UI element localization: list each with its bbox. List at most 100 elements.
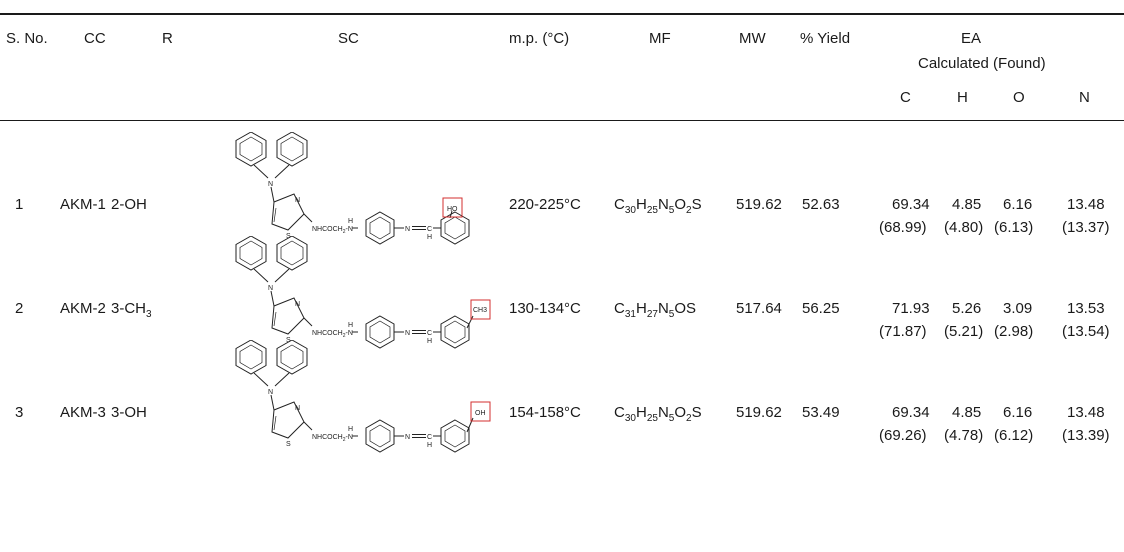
structure-imine-h: H	[427, 442, 432, 449]
structure-svg: N N S NHCOCH2-N H N C H OH	[235, 340, 491, 453]
structure-imine-n: N	[405, 330, 410, 337]
row-cc: AKM-2	[60, 300, 106, 317]
mf-count: 5	[668, 309, 675, 320]
structure-nh-h: H	[348, 322, 353, 329]
row-r: 3-CH3	[111, 300, 152, 320]
row-calc-o: 3.09	[1003, 300, 1033, 317]
row-found-h: (4.80)	[944, 219, 984, 236]
structure-thiazole-s: S	[286, 441, 291, 448]
substituent-highlight-box	[470, 401, 491, 422]
row-mp: 154-158°C	[509, 404, 581, 421]
row-r-main: 2-OH	[111, 196, 147, 213]
row-mw: 519.62	[736, 404, 782, 421]
row-found-c: (68.99)	[879, 219, 927, 236]
mf-element: C	[614, 300, 625, 317]
row-calc-c: 69.34	[892, 196, 930, 213]
row-calc-h: 4.85	[952, 196, 982, 213]
structure-n-label: N	[268, 285, 273, 292]
row-sno: 3	[15, 404, 24, 421]
mf-element: N	[657, 196, 669, 213]
row-found-c: (71.87)	[879, 323, 927, 340]
row-sno: 1	[15, 196, 24, 213]
row-found-h: (4.78)	[944, 427, 984, 444]
header-ea: EA	[961, 30, 982, 47]
row-calc-c: 69.34	[892, 404, 930, 421]
mf-element: H	[635, 196, 647, 213]
structure-drawing: N N S NHCOCH2-N H N C H OH	[212, 340, 498, 474]
structure-nh-h: H	[348, 426, 353, 433]
row-found-n: (13.37)	[1062, 219, 1110, 236]
structure-imine-h: H	[427, 234, 432, 241]
structure-n-label: N	[268, 389, 273, 396]
substituent-label: OH	[475, 410, 486, 417]
row-mp: 130-134°C	[509, 300, 581, 317]
header-yield: % Yield	[800, 30, 851, 47]
structure-imine-c: C	[427, 330, 432, 337]
structure-thiazole-s: S	[286, 233, 291, 240]
structure-drawing: N N S NHCOCH2-N H N C H HO	[212, 132, 498, 266]
header-h: H	[957, 89, 968, 106]
substituent-highlight-box	[470, 299, 491, 320]
row-r-sub: 3	[146, 309, 152, 320]
mf-count: 2	[686, 413, 692, 424]
row-found-c: (69.26)	[879, 427, 927, 444]
structure-thiazole-n: N	[295, 301, 300, 308]
mf-element: S	[691, 196, 702, 213]
row-calc-h: 4.85	[952, 404, 982, 421]
mf-count: 27	[646, 309, 658, 320]
top-rule	[0, 13, 1124, 15]
mf-element: H	[635, 404, 647, 421]
header-mw: MW	[739, 30, 766, 47]
row-calc-o: 6.16	[1003, 196, 1033, 213]
row-calc-n: 13.48	[1067, 196, 1105, 213]
structure-nh-h: H	[348, 218, 353, 225]
mf-element: S	[691, 404, 702, 421]
row-calc-n: 13.53	[1067, 300, 1105, 317]
mf-element: OS	[674, 300, 697, 317]
header-r: R	[162, 30, 173, 47]
structure-linker: NHCOCH2-N	[312, 434, 353, 443]
row-found-n: (13.39)	[1062, 427, 1110, 444]
header-mp: m.p. (°C)	[509, 30, 570, 47]
mf-count: 2	[686, 205, 692, 216]
mf-element: C	[614, 404, 625, 421]
row-found-o: (2.98)	[994, 323, 1034, 340]
substituent-label: HO	[447, 206, 458, 213]
header-sc: SC	[338, 30, 359, 47]
row-calc-o: 6.16	[1003, 404, 1033, 421]
row-found-n: (13.54)	[1062, 323, 1110, 340]
header-cc: CC	[84, 30, 106, 47]
row-found-h: (5.21)	[944, 323, 984, 340]
structure-linker: NHCOCH2-N	[312, 330, 353, 339]
row-r: 2-OH	[111, 196, 147, 216]
structure-linker: NHCOCH2-N	[312, 226, 353, 235]
mf-count: 31	[624, 309, 636, 320]
row-mf: C30H25N5O2S	[614, 404, 702, 424]
structure-imine-c: C	[427, 226, 432, 233]
substituent-label: CH3	[473, 307, 487, 314]
header-n: N	[1079, 89, 1090, 106]
mf-count: 25	[646, 413, 658, 424]
row-calc-n: 13.48	[1067, 404, 1105, 421]
structure-drawing: N N S NHCOCH2-N H N C H CH3	[212, 236, 498, 370]
mf-element: C	[614, 196, 625, 213]
structure-thiazole-n: N	[295, 197, 300, 204]
mf-element: O	[674, 196, 687, 213]
structure-imine-n: N	[405, 434, 410, 441]
row-calc-c: 71.93	[892, 300, 930, 317]
row-yield: 53.49	[802, 404, 840, 421]
header-sno: S. No.	[6, 30, 48, 47]
row-sno: 2	[15, 300, 24, 317]
row-mw: 517.64	[736, 300, 782, 317]
structure-svg: N N S NHCOCH2-N H N C H CH3	[235, 236, 491, 349]
structure-thiazole-n: N	[295, 405, 300, 412]
header-ea-sub: Calculated (Found)	[918, 55, 1046, 72]
mf-count: 30	[624, 205, 636, 216]
mf-count: 5	[668, 205, 675, 216]
header-mf: MF	[649, 30, 671, 47]
row-cc: AKM-3	[60, 404, 106, 421]
substituent-highlight-box	[442, 197, 463, 218]
row-mw: 519.62	[736, 196, 782, 213]
row-calc-h: 5.26	[952, 300, 982, 317]
structure-imine-n: N	[405, 226, 410, 233]
